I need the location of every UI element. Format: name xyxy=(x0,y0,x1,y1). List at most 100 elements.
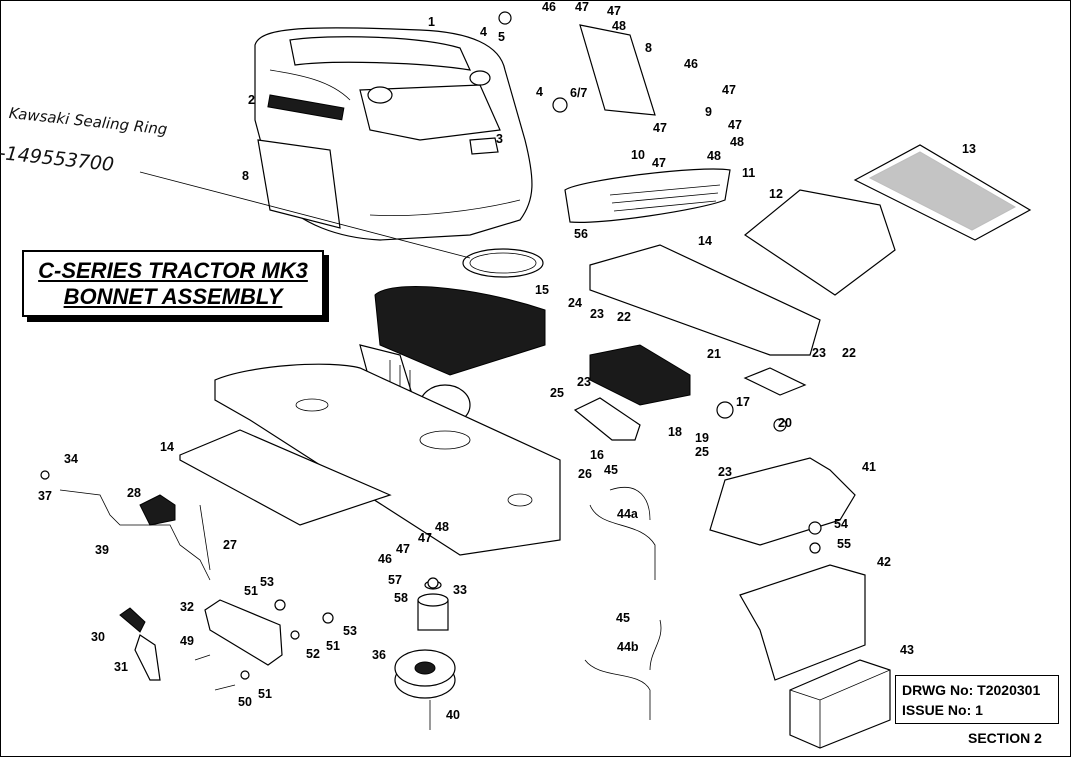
callout-8: 8 xyxy=(242,169,249,183)
leader-line xyxy=(139,171,471,259)
callout-56: 56 xyxy=(574,227,588,241)
callout-41: 41 xyxy=(862,460,876,474)
callout-23: 23 xyxy=(718,465,732,479)
callout-45: 45 xyxy=(604,463,618,477)
callout-labels: 1 2 3 4 4 5 6/7 8 8 9 10 11 12 13 14 14 … xyxy=(38,0,976,722)
side-panel-part xyxy=(579,24,656,116)
callout-51: 51 xyxy=(258,687,272,701)
callout-37: 37 xyxy=(38,489,52,503)
battery-part xyxy=(789,659,891,749)
drawing-number: DRWG No: T2020301 xyxy=(902,682,1041,698)
callout-17: 17 xyxy=(736,395,750,409)
callout-11: 11 xyxy=(742,166,755,180)
callout-27: 27 xyxy=(223,538,237,552)
callout-30: 30 xyxy=(91,630,105,644)
callout-22: 22 xyxy=(617,310,631,324)
callout-9: 9 xyxy=(705,105,712,119)
callout-21: 21 xyxy=(707,347,721,361)
issue-number: ISSUE No: 1 xyxy=(902,702,983,718)
callout-48: 48 xyxy=(730,135,744,149)
callout-47: 47 xyxy=(722,83,736,97)
callout-19: 19 xyxy=(695,431,709,445)
floor-plate-part xyxy=(179,429,392,526)
callout-48: 48 xyxy=(612,19,626,33)
callout-12: 12 xyxy=(769,187,783,201)
callout-48: 48 xyxy=(435,520,449,534)
callout-22: 22 xyxy=(842,346,856,360)
fastener-parts xyxy=(40,11,822,691)
callout-54: 54 xyxy=(834,517,848,531)
callout-33: 33 xyxy=(453,583,467,597)
callout-47: 47 xyxy=(396,542,410,556)
clutch-part xyxy=(394,649,456,730)
callout-48: 48 xyxy=(707,149,721,163)
footplate-part xyxy=(743,144,1032,296)
callout-51: 51 xyxy=(326,639,340,653)
callout-39: 39 xyxy=(95,543,109,557)
callout-25: 25 xyxy=(695,445,709,459)
callout-51: 51 xyxy=(244,584,258,598)
chassis-plate-part xyxy=(214,363,561,556)
callout-57: 57 xyxy=(388,573,402,587)
callout-52: 52 xyxy=(306,647,320,661)
callout-25: 25 xyxy=(550,386,564,400)
callout-1: 1 xyxy=(428,15,435,29)
callout-53: 53 xyxy=(260,575,274,589)
callout-3: 3 xyxy=(496,132,503,146)
callout-47: 47 xyxy=(652,156,666,170)
callout-40: 40 xyxy=(446,708,460,722)
bracket-part xyxy=(743,367,807,396)
callout-31: 31 xyxy=(114,660,128,674)
callout-14: 14 xyxy=(698,234,712,248)
callout-5: 5 xyxy=(498,30,505,44)
muffler-part xyxy=(589,344,691,406)
exhaust-pipe-part xyxy=(589,487,656,580)
callout-24: 24 xyxy=(568,296,582,310)
callout-47: 47 xyxy=(728,118,742,132)
callout-20: 20 xyxy=(778,416,792,430)
title-line-2: BONNET ASSEMBLY xyxy=(63,284,283,309)
callout-47: 47 xyxy=(653,121,667,135)
callout-14: 14 xyxy=(160,440,174,454)
callout-23: 23 xyxy=(577,375,591,389)
callout-26: 26 xyxy=(578,467,592,481)
callout-23: 23 xyxy=(590,307,604,321)
control-knob-part xyxy=(139,494,176,526)
rod-part xyxy=(199,504,211,571)
callout-45: 45 xyxy=(616,611,630,625)
callout-50: 50 xyxy=(238,695,252,709)
pivot-bracket-part xyxy=(204,599,283,666)
callout-46: 46 xyxy=(542,0,556,14)
section-label: SECTION 2 xyxy=(968,730,1042,746)
heatshield-part xyxy=(573,397,641,441)
callout-15: 15 xyxy=(535,283,549,297)
callout-2: 2 xyxy=(248,93,255,107)
throttle-rod-part xyxy=(59,489,211,581)
callout-28: 28 xyxy=(127,486,141,500)
callout-47: 47 xyxy=(575,0,589,14)
grille-part xyxy=(564,168,731,223)
callout-42: 42 xyxy=(877,555,891,569)
callout-36: 36 xyxy=(372,648,386,662)
callout-53: 53 xyxy=(343,624,357,638)
callout-49: 49 xyxy=(180,634,194,648)
callout-46: 46 xyxy=(378,552,392,566)
callout-47: 47 xyxy=(607,4,621,18)
title-line-1: C-SERIES TRACTOR MK3 xyxy=(38,258,308,283)
callout-55: 55 xyxy=(837,537,851,551)
callout-13: 13 xyxy=(962,142,976,156)
callout-8: 8 xyxy=(645,41,652,55)
callout-58: 58 xyxy=(394,591,408,605)
sealing-ring-part xyxy=(462,248,544,278)
callout-44a: 44a xyxy=(617,507,639,521)
callout-34: 34 xyxy=(64,452,78,466)
pedal-part xyxy=(119,607,146,633)
callout-32: 32 xyxy=(180,600,194,614)
callout-6-7: 6/7 xyxy=(570,86,587,100)
callout-18: 18 xyxy=(668,425,682,439)
callout-23: 23 xyxy=(812,346,826,360)
callout-4: 4 xyxy=(536,85,543,99)
title-box: C-SERIES TRACTOR MK3 BONNET ASSEMBLY xyxy=(22,250,324,317)
